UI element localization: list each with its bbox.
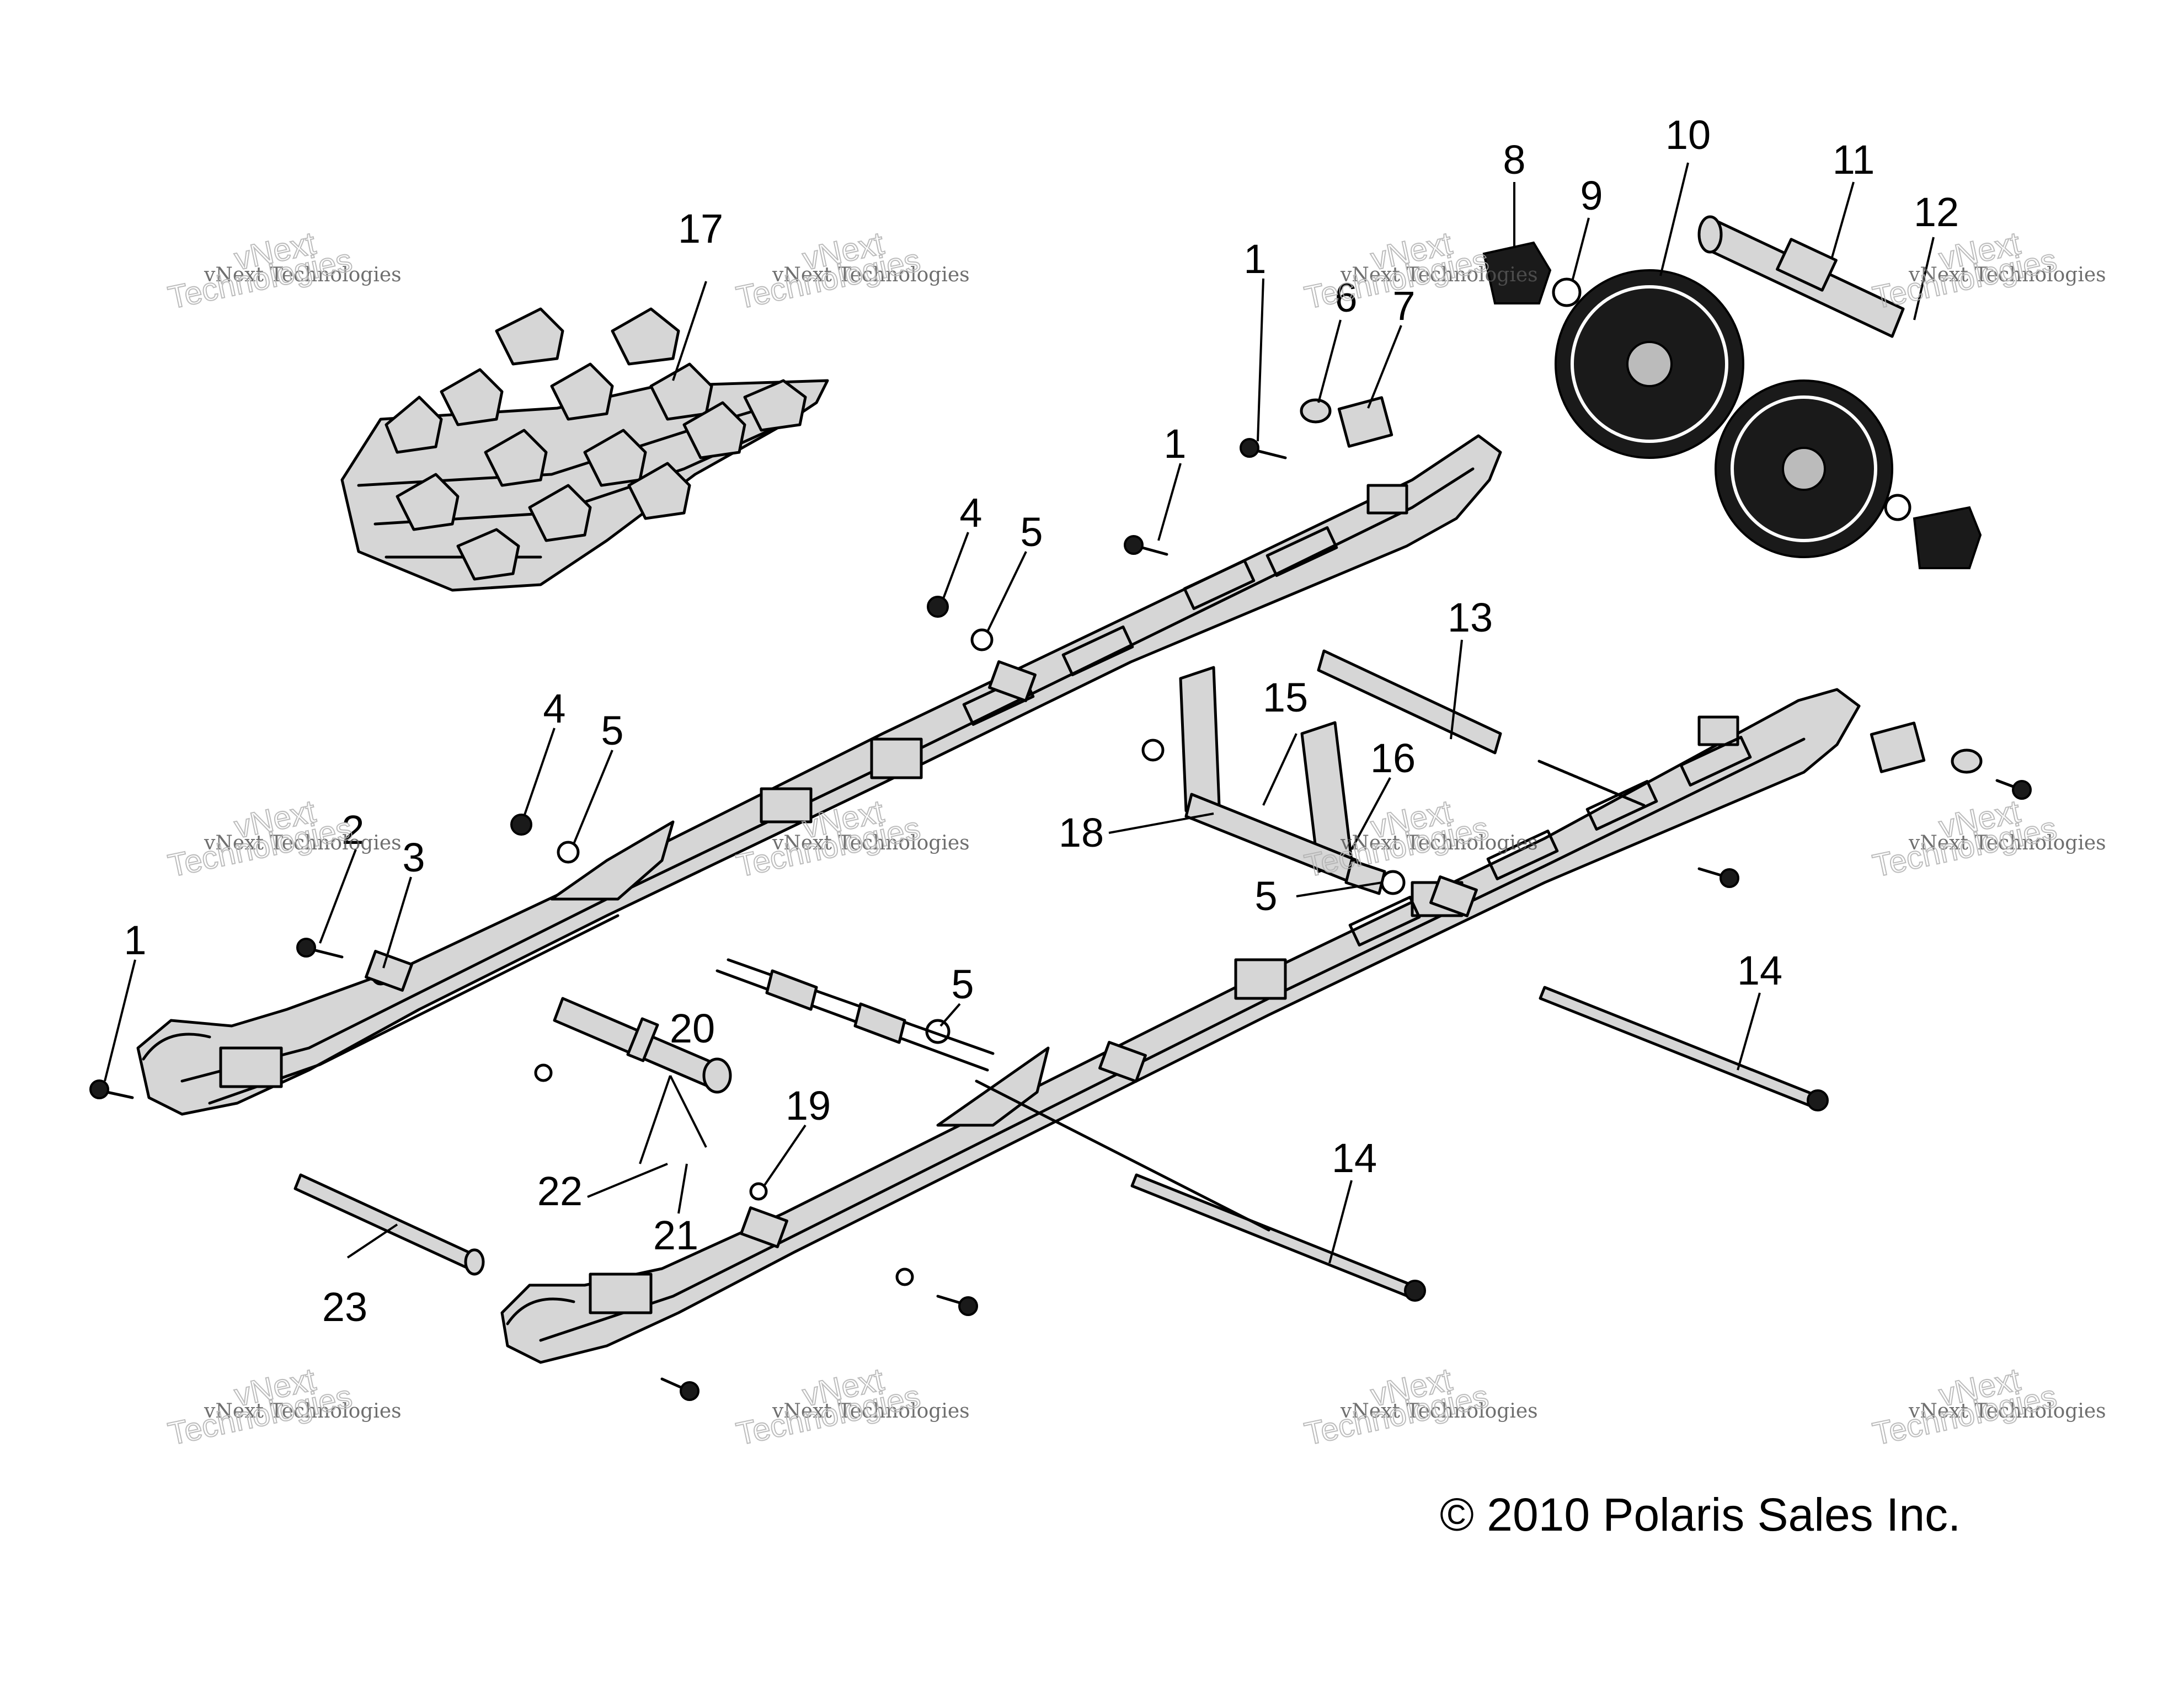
nut-4b bbox=[510, 814, 532, 836]
washer-5b bbox=[557, 841, 580, 864]
hub-cap-upper bbox=[1482, 241, 1552, 304]
callout-3: 3 bbox=[402, 835, 425, 880]
washer-19b bbox=[895, 1268, 914, 1286]
washer-5a bbox=[970, 628, 994, 651]
left-rail bbox=[136, 434, 1502, 1116]
callout-4: 4 bbox=[543, 686, 565, 731]
callout-15: 15 bbox=[1263, 675, 1308, 720]
washer-6b bbox=[1951, 748, 1983, 774]
callout-10: 10 bbox=[1665, 112, 1711, 158]
callout-1: 1 bbox=[124, 917, 146, 963]
bogie-wheel-lower bbox=[1715, 379, 1893, 558]
shock-spring bbox=[715, 958, 995, 1072]
washer-19 bbox=[749, 1182, 768, 1201]
track-section bbox=[340, 307, 829, 592]
spacer-shaft bbox=[553, 997, 732, 1094]
callout-21: 21 bbox=[653, 1212, 698, 1258]
svg-text:vNext Technologies: vNext Technologies bbox=[772, 264, 970, 286]
callout-13: 13 bbox=[1448, 595, 1493, 640]
callout-1: 1 bbox=[1163, 421, 1186, 467]
leader-lines bbox=[104, 162, 1935, 1264]
callout-19: 19 bbox=[786, 1083, 831, 1129]
callout-20: 20 bbox=[670, 1006, 715, 1051]
callout-6: 6 bbox=[1334, 275, 1357, 320]
rail-bosses bbox=[365, 660, 1478, 1248]
svg-text:vNext Technologies: vNext Technologies bbox=[1908, 264, 2106, 286]
callout-12: 12 bbox=[1914, 189, 1959, 235]
hub-cap-lower bbox=[1913, 506, 1982, 569]
bogie-wheel-upper bbox=[1555, 269, 1744, 459]
callout-14: 14 bbox=[1332, 1135, 1377, 1181]
callout-17: 17 bbox=[678, 206, 723, 252]
washer-9 bbox=[1552, 277, 1582, 307]
callout-8: 8 bbox=[1503, 137, 1525, 183]
callout-16: 16 bbox=[1370, 735, 1416, 781]
callout-1: 1 bbox=[1243, 236, 1266, 282]
callout-22: 22 bbox=[537, 1168, 583, 1214]
callout-23: 23 bbox=[322, 1284, 367, 1330]
callout-7: 7 bbox=[1392, 283, 1415, 329]
copyright-text: © 2010 Polaris Sales Inc. bbox=[1440, 1489, 1961, 1541]
svg-text:vNext Technologies: vNext Technologies bbox=[204, 264, 402, 286]
callout-2: 2 bbox=[341, 807, 364, 853]
callout-5: 5 bbox=[601, 708, 623, 753]
svg-text:vNext Technologies: vNext Technologies bbox=[1340, 264, 1538, 286]
svg-text:vNext Technologies: vNext Technologies bbox=[1340, 832, 1538, 854]
shafts bbox=[293, 649, 1829, 1302]
callout-11: 11 bbox=[1833, 137, 1875, 183]
bolts bbox=[89, 438, 2032, 1401]
callout-4: 4 bbox=[959, 490, 982, 536]
washer-3b bbox=[534, 1063, 553, 1082]
callout-5: 5 bbox=[1254, 873, 1277, 919]
svg-text:vNext Technologies: vNext Technologies bbox=[772, 832, 970, 854]
svg-text:vNext Technologies: vNext Technologies bbox=[1908, 832, 2106, 854]
svg-text:vNext Technologies: vNext Technologies bbox=[772, 1400, 970, 1423]
washer-6 bbox=[1300, 398, 1332, 424]
svg-text:vNext Technologies: vNext Technologies bbox=[1908, 1400, 2106, 1423]
svg-text:vNext Technologies: vNext Technologies bbox=[204, 832, 402, 854]
callout-14: 14 bbox=[1737, 948, 1782, 993]
callout-5: 5 bbox=[1020, 509, 1043, 555]
washer-9b bbox=[1884, 494, 1911, 521]
torque-arm bbox=[1179, 666, 1386, 895]
nut-4a bbox=[927, 596, 949, 618]
svg-text:vNext Technologies: vNext Technologies bbox=[1340, 1400, 1538, 1423]
svg-text:vNext Technologies: vNext Technologies bbox=[204, 1400, 402, 1423]
callout-9: 9 bbox=[1580, 173, 1603, 218]
callout-18: 18 bbox=[1059, 810, 1104, 855]
washer-5e bbox=[1141, 739, 1165, 762]
callout-labels: 1 1 1 2 3 4 4 5 5 5 5 6 7 8 9 10 11 12 1… bbox=[124, 112, 1959, 1330]
callout-5: 5 bbox=[951, 961, 974, 1007]
slider-block-7 bbox=[1337, 396, 1393, 448]
slider-block-7b bbox=[1870, 721, 1926, 773]
wheel-axle bbox=[1697, 215, 1905, 338]
